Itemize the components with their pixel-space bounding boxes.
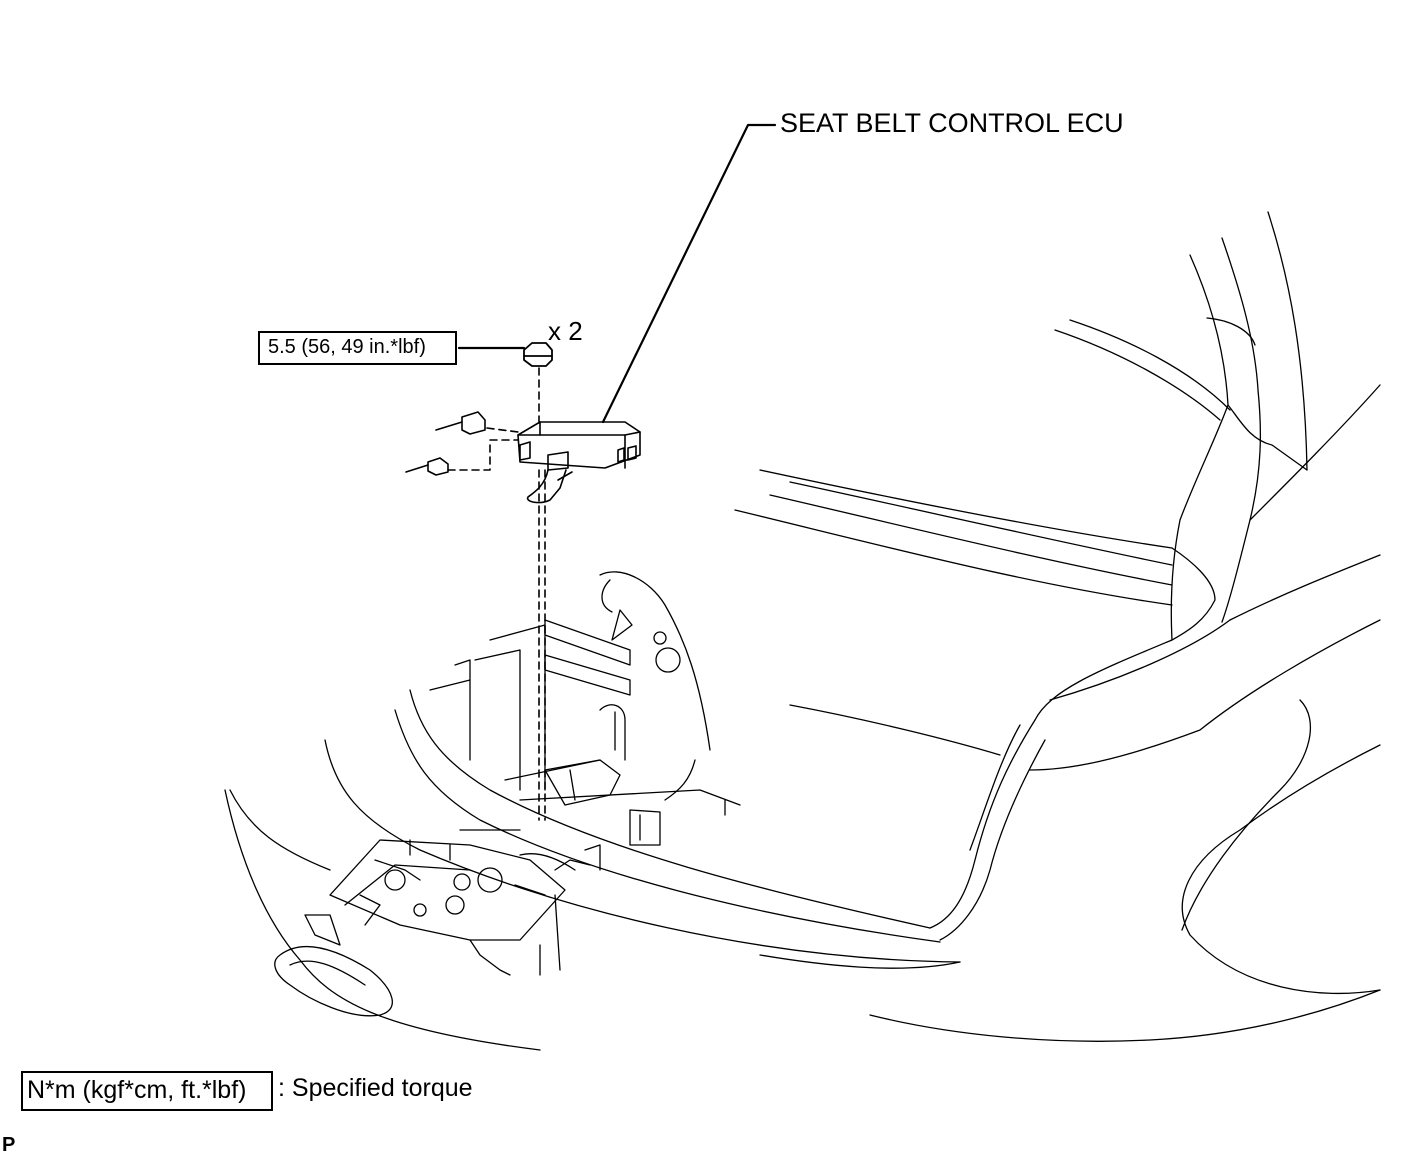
- body-shell-outline: [1029, 211, 1381, 995]
- torque-spec-box: 5.5 (56, 49 in.*lbf): [258, 331, 457, 365]
- trunk-opening-outline: [734, 469, 1231, 941]
- legend-description: : Specified torque: [278, 1074, 473, 1102]
- quantity-label: x 2: [548, 316, 583, 346]
- rear-bumper-outline: [224, 689, 1381, 1051]
- mounting-nut-drawing: [523, 342, 553, 367]
- legend-unit-box: N*m (kgf*cm, ft.*lbf): [21, 1071, 273, 1111]
- leader-lines: [457, 123, 777, 424]
- connector-drawings: [405, 411, 486, 476]
- ecu-module-drawing: [517, 421, 641, 504]
- alignment-dashed-lines: [447, 367, 546, 821]
- mounting-area-detail: [429, 571, 741, 846]
- figure-code: P: [2, 1134, 16, 1156]
- part-label-seat-belt-control-ecu: SEAT BELT CONTROL ECU: [780, 108, 1124, 138]
- floor-bracket-outline: [329, 829, 601, 976]
